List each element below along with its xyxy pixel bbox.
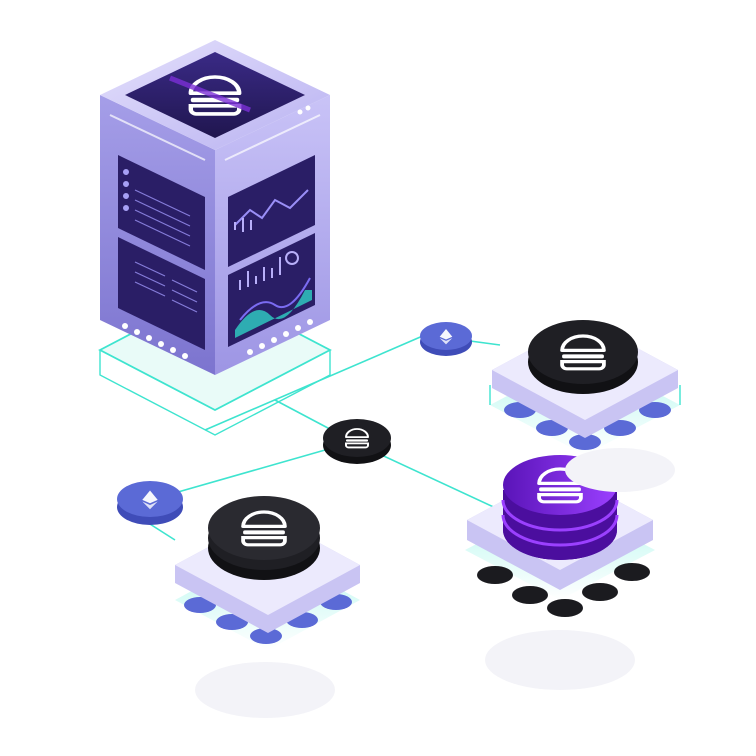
ethereum-coin-left: [117, 481, 183, 525]
node-top-right: [489, 320, 681, 455]
server-tower: [100, 40, 330, 375]
node-purple: [465, 455, 655, 617]
node-bottom-left: [175, 496, 360, 650]
ethereum-coin-top: [420, 322, 472, 356]
server-left-panel-lower: [118, 237, 205, 350]
hub-coin: [323, 419, 391, 464]
server-right-panel-upper: [228, 155, 315, 267]
floor-reflections: [195, 448, 675, 718]
